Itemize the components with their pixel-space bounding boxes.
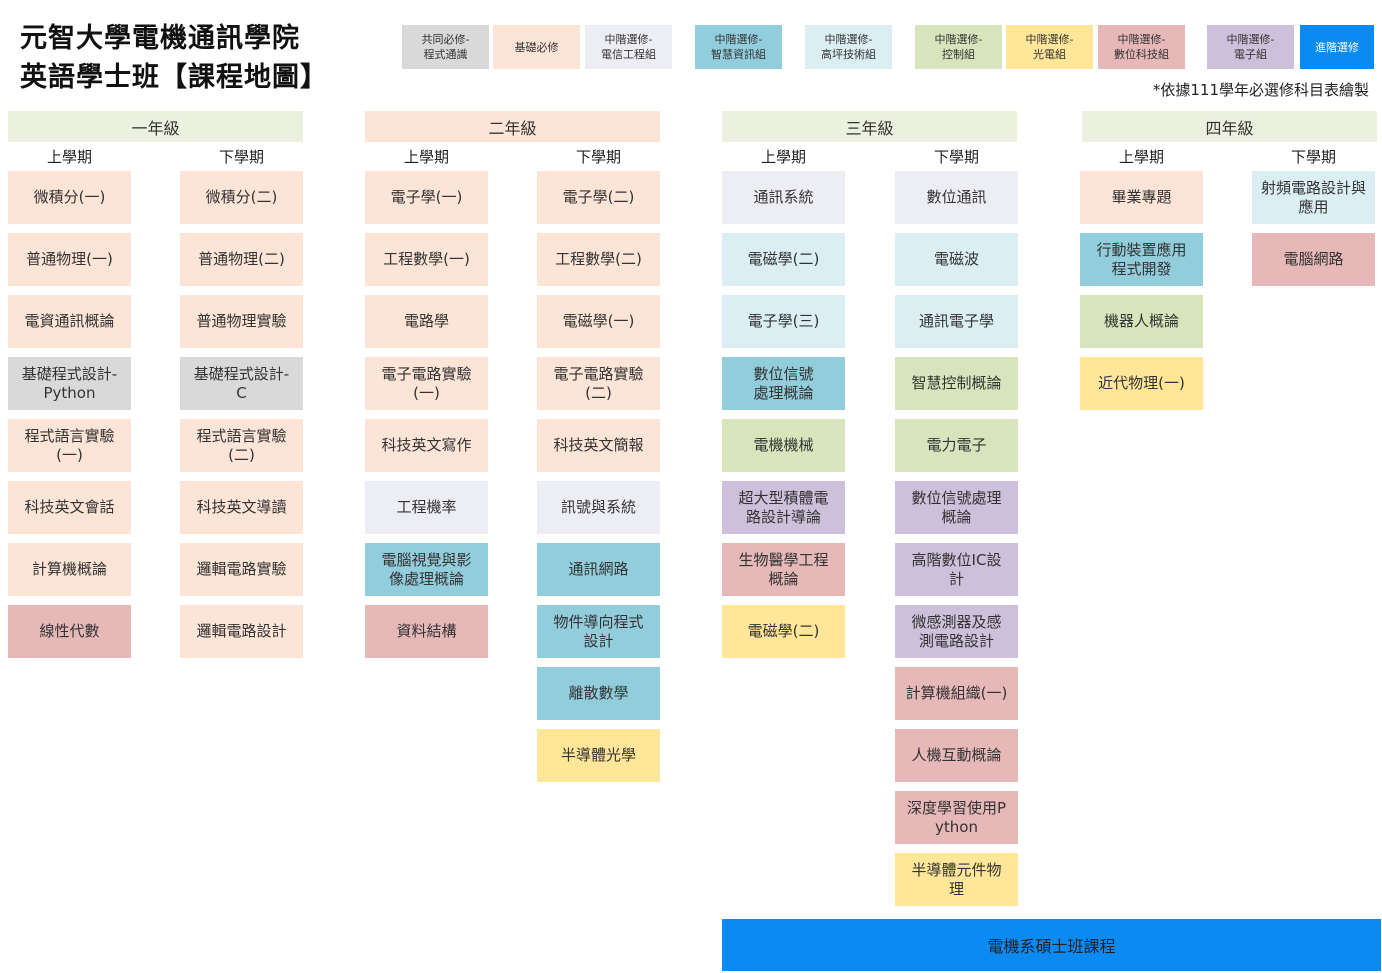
course-box: 科技英文寫作: [365, 419, 488, 472]
course-box: 電子學(三): [722, 295, 845, 348]
course-box: 機器人概論: [1080, 295, 1203, 348]
course-box: 數位信號 處理概論: [722, 357, 845, 410]
course-box: 深度學習使用P ython: [895, 791, 1018, 844]
course-box: 科技英文簡報: [537, 419, 660, 472]
semester-label: 上學期: [403, 148, 449, 166]
course-box: 超大型積體電 路設計導論: [722, 481, 845, 534]
course-box: 電機機械: [722, 419, 845, 472]
course-box: 通訊系統: [722, 171, 845, 224]
course-box: 程式語言實驗 (一): [8, 419, 131, 472]
course-box: 通訊電子學: [895, 295, 1018, 348]
course-box: 電腦視覺與影 像處理概論: [365, 543, 488, 596]
year-header-1: 一年級: [8, 111, 303, 142]
course-box: 基礎程式設計- C: [180, 357, 303, 410]
semester-label: 下學期: [575, 148, 621, 166]
master-program-bar: 電機系碩士班課程: [722, 919, 1381, 971]
course-box: 工程機率: [365, 481, 488, 534]
course-box: 半導體元件物 理: [895, 853, 1018, 906]
course-box: 射頻電路設計與 應用: [1252, 171, 1375, 224]
course-box: 普通物理(一): [8, 233, 131, 286]
semester-label: 下學期: [1290, 148, 1336, 166]
course-box: 科技英文導讀: [180, 481, 303, 534]
legend-control: 中階選修- 控制組: [915, 25, 1002, 69]
course-box: 電路學: [365, 295, 488, 348]
course-box: 畢業專題: [1080, 171, 1203, 224]
course-box: 普通物理實驗: [180, 295, 303, 348]
course-box: 資料結構: [365, 605, 488, 658]
semester-label: 上學期: [760, 148, 806, 166]
legend-common: 共同必修- 程式通識: [402, 25, 489, 69]
course-box: 高階數位IC設 計: [895, 543, 1018, 596]
semester-label: 上學期: [1118, 148, 1164, 166]
course-box: 訊號與系統: [537, 481, 660, 534]
course-box: 電子學(二): [537, 171, 660, 224]
course-box: 半導體光學: [537, 729, 660, 782]
legend-telecom: 中階選修- 電信工程組: [585, 25, 672, 69]
course-box: 工程數學(一): [365, 233, 488, 286]
course-box: 基礎程式設計- Python: [8, 357, 131, 410]
course-box: 計算機組織(一): [895, 667, 1018, 720]
source-note: *依據111學年必選修科目表繪製: [1152, 81, 1369, 99]
course-box: 行動裝置應用 程式開發: [1080, 233, 1203, 286]
course-box: 數位通訊: [895, 171, 1018, 224]
legend-opto: 中階選修- 光電組: [1006, 25, 1093, 69]
course-box: 離散數學: [537, 667, 660, 720]
legend-tech: 中階選修- 數位科技組: [1098, 25, 1185, 69]
semester-label: 下學期: [218, 148, 264, 166]
course-box: 微積分(二): [180, 171, 303, 224]
course-box: 科技英文會話: [8, 481, 131, 534]
course-box: 通訊網路: [537, 543, 660, 596]
course-box: 人機互動概論: [895, 729, 1018, 782]
course-box: 物件導向程式 設計: [537, 605, 660, 658]
course-box: 電子電路實驗 (一): [365, 357, 488, 410]
year-header-2: 二年級: [365, 111, 660, 142]
course-box: 微積分(一): [8, 171, 131, 224]
course-box: 微感測器及感 測電路設計: [895, 605, 1018, 658]
legend-rf: 中階選修- 高坪技術組: [805, 25, 892, 69]
year-header-4: 四年級: [1082, 111, 1377, 142]
course-box: 生物醫學工程 概論: [722, 543, 845, 596]
title-line-1: 元智大學電機通訊學院: [20, 23, 300, 54]
legend-basic: 基礎必修: [493, 25, 580, 69]
course-box: 邏輯電路實驗: [180, 543, 303, 596]
course-box: 電力電子: [895, 419, 1018, 472]
course-box: 工程數學(二): [537, 233, 660, 286]
legend-smart: 中階選修- 智慧資訊組: [695, 25, 782, 69]
course-box: 電磁學(二): [722, 605, 845, 658]
course-box: 程式語言實驗 (二): [180, 419, 303, 472]
course-box: 普通物理(二): [180, 233, 303, 286]
course-box: 電磁學(二): [722, 233, 845, 286]
legend-advanced: 進階選修: [1300, 25, 1374, 69]
year-header-3: 三年級: [722, 111, 1017, 142]
course-box: 電磁波: [895, 233, 1018, 286]
semester-label: 上學期: [46, 148, 92, 166]
course-box: 電腦網路: [1252, 233, 1375, 286]
legend-electronic: 中階選修- 電子組: [1207, 25, 1294, 69]
course-box: 電子電路實驗 (二): [537, 357, 660, 410]
course-box: 計算機概論: [8, 543, 131, 596]
course-box: 智慧控制概論: [895, 357, 1018, 410]
course-box: 電磁學(一): [537, 295, 660, 348]
course-box: 電子學(一): [365, 171, 488, 224]
course-box: 邏輯電路設計: [180, 605, 303, 658]
course-box: 電資通訊概論: [8, 295, 131, 348]
title-line-2: 英語學士班【課程地圖】: [20, 62, 328, 93]
semester-label: 下學期: [933, 148, 979, 166]
course-box: 線性代數: [8, 605, 131, 658]
course-box: 數位信號處理 概論: [895, 481, 1018, 534]
course-box: 近代物理(一): [1080, 357, 1203, 410]
